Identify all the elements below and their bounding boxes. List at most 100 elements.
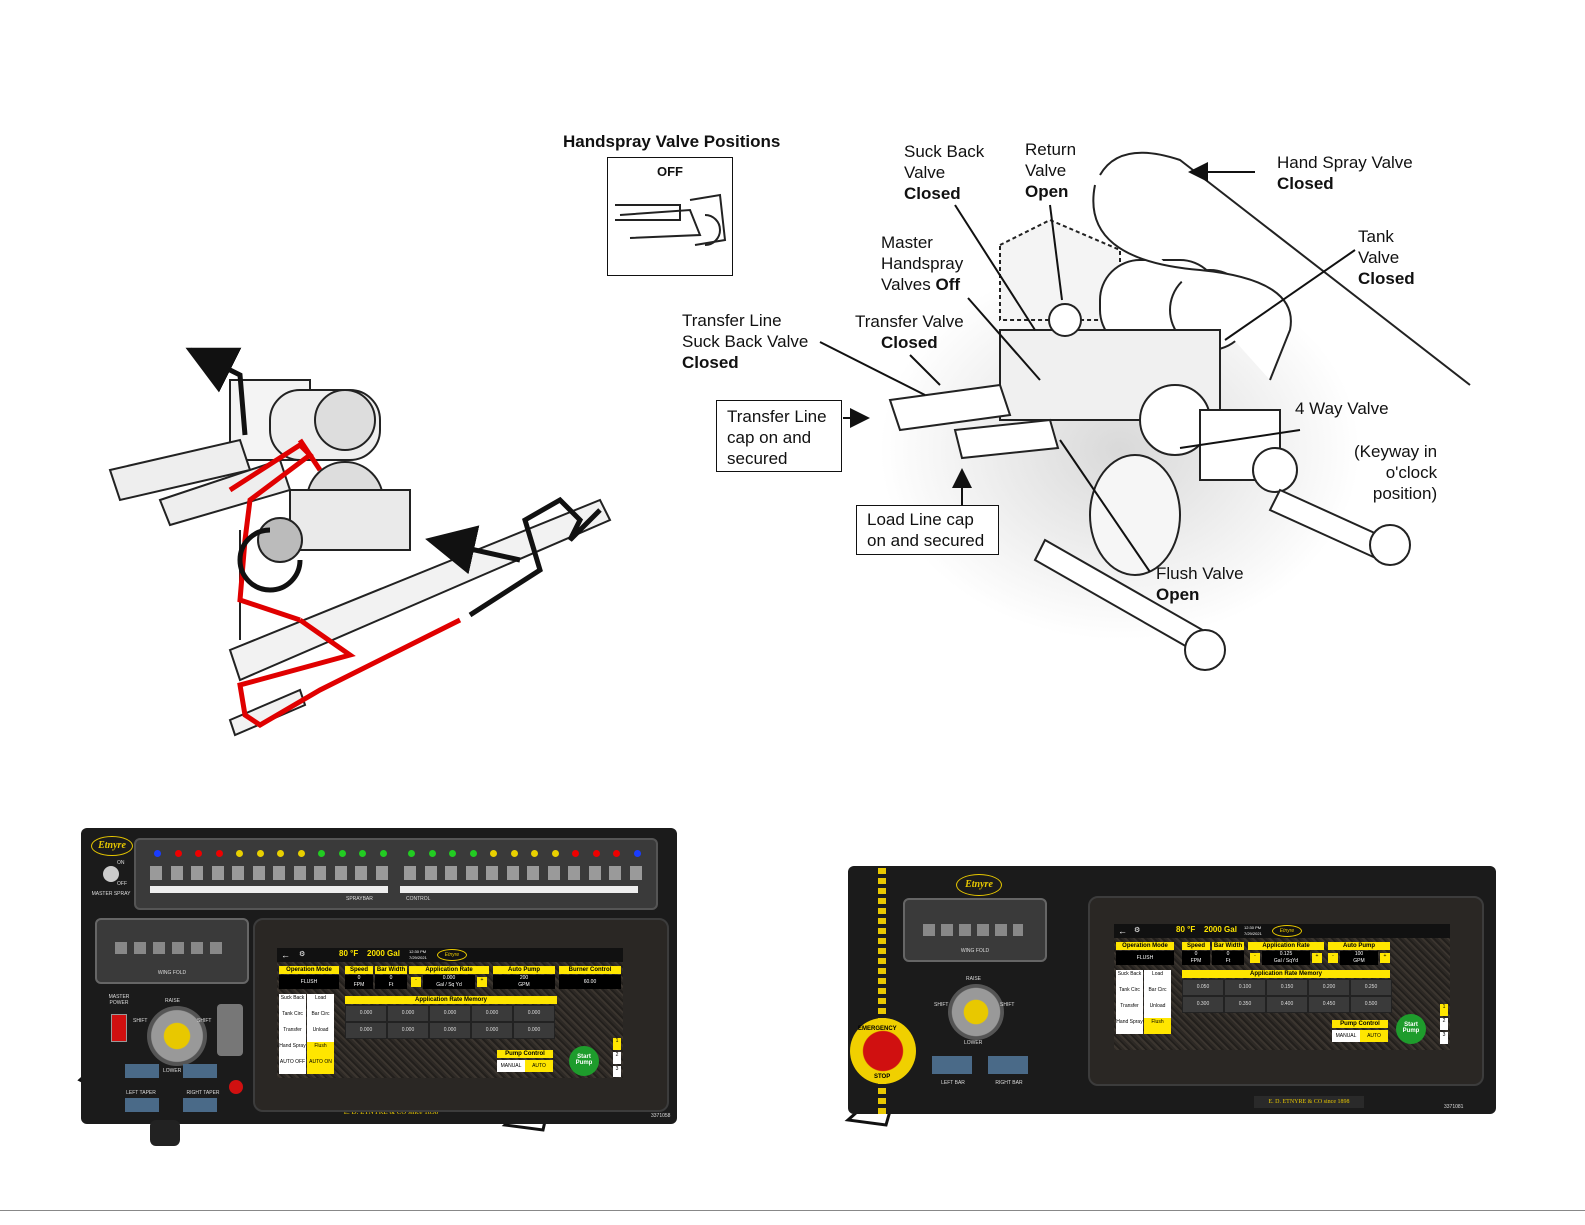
spraybar-toggle[interactable] [609,866,621,880]
memory-cell[interactable]: 0.000 [429,1022,471,1039]
app-rate-plus-button-right[interactable]: + [1312,953,1322,963]
left-bar-switch-right[interactable] [932,1056,972,1074]
app-rate-plus-button[interactable]: + [477,977,487,987]
mode-button[interactable]: Load [1144,970,1171,986]
mode-button[interactable]: Hand Spray [279,1042,306,1058]
spraybar-toggle[interactable] [314,866,326,880]
page-2-button[interactable]: 2 [613,1052,621,1064]
spraybar-toggle[interactable] [404,866,416,880]
spraybar-toggle[interactable] [170,866,183,880]
settings-icon[interactable]: ⚙ [299,951,306,958]
page-3-button-right[interactable]: 3 [1440,1032,1448,1044]
spraybar-toggle[interactable] [547,866,560,880]
mode-button[interactable]: Tank Circ [279,1010,306,1026]
settings-icon-right[interactable]: ⚙ [1134,927,1141,934]
mode-button[interactable]: Load [307,994,334,1010]
manual-button-right[interactable]: MANUAL [1332,1030,1360,1042]
memory-cell[interactable]: 0.450 [1308,996,1350,1013]
bar-width-header-right: Bar Width [1212,942,1244,950]
memory-cell[interactable]: 0.100 [1224,979,1266,996]
memory-cell[interactable]: 0.400 [1266,996,1308,1013]
spraybar-toggle[interactable] [293,866,306,880]
mode-button[interactable]: Suck Back [1116,970,1143,986]
mode-button[interactable]: Transfer [1116,1002,1143,1018]
emergency-stop-button[interactable] [850,1018,916,1084]
memory-cell[interactable]: 0.300 [1182,996,1224,1013]
manual-button[interactable]: MANUAL [497,1060,525,1072]
spraybar-toggle[interactable] [445,866,457,880]
wing-fold-switches[interactable] [115,942,225,954]
memory-cell[interactable]: 0.500 [1350,996,1392,1013]
page-1-button-right[interactable]: 1 [1440,1004,1448,1016]
master-power-switch[interactable] [111,1014,127,1042]
spraybar-toggle[interactable] [150,866,162,880]
spraybar-toggle[interactable] [568,866,580,880]
mode-button[interactable]: Bar Circ [307,1010,334,1026]
pump-minus-button-right[interactable]: - [1328,953,1338,963]
memory-cell[interactable]: 0.000 [345,1005,387,1022]
mode-button[interactable]: Flush [307,1042,334,1058]
memory-cell[interactable]: 0.000 [471,1022,513,1039]
mode-button[interactable]: Transfer [279,1026,306,1042]
auto-button-right[interactable]: AUTO [1360,1030,1388,1042]
memory-cell[interactable]: 0.000 [387,1022,429,1039]
mode-button[interactable]: Flush [1144,1018,1171,1034]
memory-cell[interactable]: 0.000 [345,1022,387,1039]
memory-cell[interactable]: 0.000 [387,1005,429,1022]
mode-button[interactable]: AUTO OFF [279,1058,306,1074]
page-3-button[interactable]: 3 [613,1066,621,1077]
joystick-knob[interactable] [147,1006,207,1066]
pump-plus-button-right[interactable]: + [1380,953,1390,963]
memory-cell[interactable]: 0.000 [513,1022,555,1039]
spraybar-toggle[interactable] [465,866,478,880]
memory-cell[interactable]: 0.200 [1308,979,1350,996]
mode-button[interactable]: Suck Back [279,994,306,1010]
memory-cell[interactable]: 0.000 [429,1005,471,1022]
app-rate-minus-button-right[interactable]: - [1250,953,1260,963]
memory-cell[interactable]: 0.000 [513,1005,555,1022]
usb-port [217,1004,243,1056]
spraybar-toggle[interactable] [273,866,285,880]
memory-cell[interactable]: 0.050 [1182,979,1224,996]
right-bar-switch-right[interactable] [988,1056,1028,1074]
spraybar-toggle[interactable] [334,866,347,880]
left-taper-switch[interactable] [125,1098,159,1112]
spraybar-toggle[interactable] [424,866,437,880]
memory-cell[interactable]: 0.150 [1266,979,1308,996]
page-1-button[interactable]: 1 [613,1038,621,1050]
spraybar-toggle[interactable] [588,866,601,880]
spraybar-toggle[interactable] [629,866,642,880]
master-spray-switch[interactable] [103,866,119,882]
memory-cell[interactable]: 0.000 [471,1005,513,1022]
mode-button[interactable]: Bar Circ [1144,986,1171,1002]
left-bar-switch[interactable] [125,1064,159,1078]
spraybar-toggle[interactable] [506,866,519,880]
right-taper-switch[interactable] [183,1098,217,1112]
back-icon-right[interactable]: ← [1118,926,1127,936]
memory-cell[interactable]: 0.250 [1350,979,1392,996]
mode-button[interactable]: AUTO ON [307,1058,334,1074]
spraybar-toggle[interactable] [211,866,224,880]
start-pump-button-right[interactable]: Start Pump [1396,1014,1426,1044]
start-pump-button[interactable]: Start Pump [569,1046,599,1076]
spraybar-toggle[interactable] [232,866,244,880]
wing-fold-switches-right[interactable] [923,924,1023,936]
spraybar-toggle[interactable] [527,866,539,880]
spraybar-toggle[interactable] [486,866,498,880]
spraybar-toggle[interactable] [355,866,367,880]
memory-cell[interactable]: 0.350 [1224,996,1266,1013]
mode-button[interactable]: Tank Circ [1116,986,1143,1002]
mode-button[interactable]: Unload [1144,1002,1171,1018]
mode-button[interactable]: Unload [307,1026,334,1042]
right-bar-switch[interactable] [183,1064,217,1078]
spraybar-toggle[interactable] [252,866,265,880]
mode-button[interactable]: Hand Spray [1116,1018,1143,1034]
page-2-button-right[interactable]: 2 [1440,1018,1448,1030]
joystick-knob-right[interactable] [948,984,1004,1040]
back-icon[interactable]: ← [281,950,290,960]
spraybar-toggle[interactable] [191,866,203,880]
control-panel-left: Etnyre ON OFF MASTER SPRAY SPRAYBAR CONT… [81,828,677,1124]
app-rate-minus-button[interactable]: - [411,977,421,987]
spraybar-toggle[interactable] [375,866,388,880]
auto-button[interactable]: AUTO [525,1060,553,1072]
